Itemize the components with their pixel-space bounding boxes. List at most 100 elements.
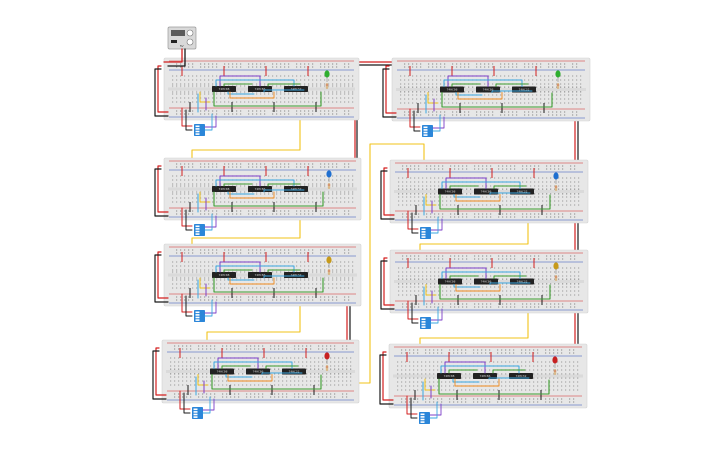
hole — [322, 384, 324, 386]
hole — [508, 98, 510, 100]
hole — [486, 275, 488, 277]
hole — [346, 373, 348, 375]
hole — [558, 204, 560, 206]
ic-chip-label: 74HC32 — [289, 370, 300, 374]
hole — [292, 93, 294, 95]
hole — [200, 265, 202, 267]
hole — [328, 279, 330, 281]
hole — [352, 83, 354, 85]
hole — [470, 278, 472, 280]
hole — [414, 267, 416, 269]
hole — [256, 101, 258, 103]
hole — [502, 188, 504, 190]
rail-hole — [438, 168, 440, 170]
hole — [252, 183, 254, 185]
rail-hole — [545, 401, 547, 403]
hole — [280, 97, 282, 99]
hole — [312, 185, 314, 187]
hole — [316, 279, 318, 281]
hole — [200, 183, 202, 185]
rail-hole — [474, 216, 476, 218]
rail-hole — [240, 66, 242, 68]
rail-hole — [260, 210, 262, 212]
hole — [336, 261, 338, 263]
hole — [176, 175, 178, 177]
hole — [208, 83, 210, 85]
rail-hole — [346, 393, 348, 395]
hole — [176, 97, 178, 99]
hole — [537, 365, 539, 367]
rail-hole — [320, 110, 322, 112]
rail-hole — [465, 398, 467, 400]
rail-hole — [401, 352, 403, 354]
hole — [184, 97, 186, 99]
hole — [258, 384, 260, 386]
purple-wire — [204, 301, 217, 314]
rail-hole — [418, 306, 420, 308]
hole — [532, 79, 534, 81]
rail-hole — [488, 66, 490, 68]
rail-hole — [526, 168, 528, 170]
hole — [188, 191, 190, 193]
hole — [422, 185, 424, 187]
rail-hole — [489, 349, 491, 351]
hole — [532, 98, 534, 100]
rail-hole — [486, 165, 488, 167]
rail-hole — [232, 252, 234, 254]
purple-wire — [430, 308, 443, 321]
hole — [436, 98, 438, 100]
rail-hole — [300, 210, 302, 212]
rail-hole — [216, 299, 218, 301]
orange-wire — [455, 194, 501, 202]
hole — [258, 365, 260, 367]
rail-hole — [254, 396, 256, 398]
rail-hole — [204, 66, 206, 68]
hole — [556, 79, 558, 81]
ic-chip-label: 74HC32 — [517, 280, 528, 284]
hole — [220, 83, 222, 85]
rail-hole — [184, 252, 186, 254]
rail-hole — [260, 299, 262, 301]
hole — [538, 283, 540, 285]
hole — [578, 275, 580, 277]
hole — [436, 83, 438, 85]
hole — [172, 265, 174, 267]
rail-hole — [406, 306, 408, 308]
ic-chip-label: 74HC32 — [517, 190, 528, 194]
hole — [196, 191, 198, 193]
hole — [440, 79, 442, 81]
rail-hole — [436, 63, 438, 65]
hole — [236, 191, 238, 193]
rail-hole — [184, 163, 186, 165]
hole — [276, 185, 278, 187]
hole — [274, 357, 276, 359]
ic-chip-label: 74HC32 — [519, 88, 530, 92]
rail-hole — [533, 352, 535, 354]
rail-hole — [429, 352, 431, 354]
rail-hole — [549, 398, 551, 400]
hole — [308, 79, 310, 81]
rail-hole — [284, 163, 286, 165]
rail-hole — [453, 398, 455, 400]
hole — [574, 177, 576, 179]
hole — [212, 183, 214, 185]
hole — [184, 175, 186, 177]
hole — [504, 91, 506, 93]
hole — [348, 175, 350, 177]
hole — [494, 196, 496, 198]
rail-hole — [188, 249, 190, 251]
rail-hole — [346, 396, 348, 398]
hole — [426, 181, 428, 183]
hole — [554, 275, 556, 277]
hole — [550, 267, 552, 269]
hole — [170, 365, 172, 367]
rail-hole — [264, 63, 266, 65]
rail-hole — [280, 296, 282, 298]
rail-hole — [506, 213, 508, 215]
rail-hole — [404, 63, 406, 65]
hole — [557, 365, 559, 367]
hole — [504, 94, 506, 96]
hole — [212, 101, 214, 103]
hole — [178, 357, 180, 359]
hole — [517, 361, 519, 363]
